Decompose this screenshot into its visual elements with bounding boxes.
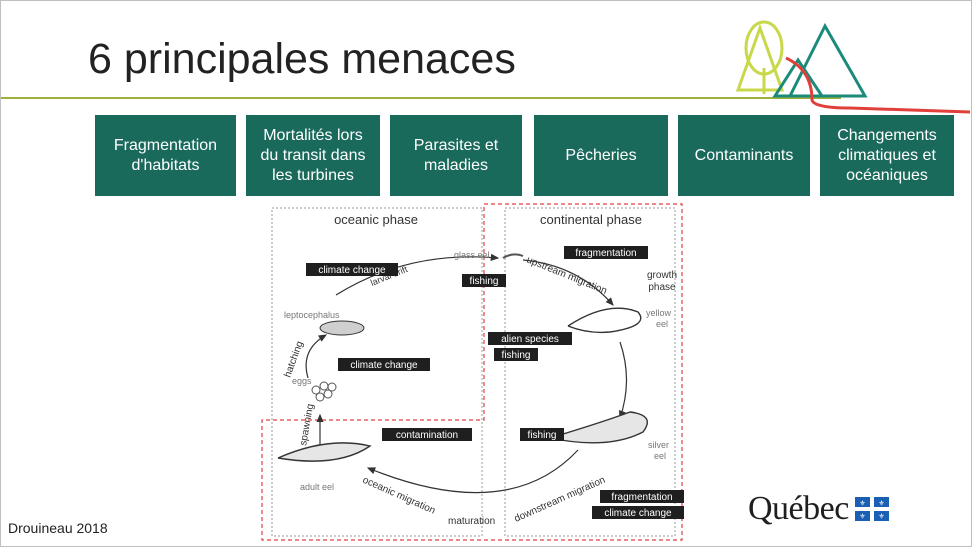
- oceanic-migration-label: oceanic migration: [361, 475, 437, 517]
- larval-drift-arrow: [335, 253, 500, 296]
- tag-climate-change-larval: climate change: [318, 265, 386, 276]
- svg-text:⚜: ⚜: [878, 500, 884, 508]
- tag-alien-species: alien species: [501, 334, 559, 345]
- oceanic-migration-arrow: [366, 449, 579, 494]
- source-citation: Drouineau 2018: [8, 520, 108, 536]
- tag-fragmentation-downstream: fragmentation: [611, 492, 672, 503]
- tag-climate-change-downstream: climate change: [604, 508, 672, 519]
- quebec-flag-icon: ⚜ ⚜ ⚜ ⚜: [854, 497, 889, 521]
- quebec-logo: Québec ⚜ ⚜ ⚜ ⚜: [748, 492, 889, 526]
- title-divider: [1, 97, 841, 99]
- nature-logo-icon: [735, 20, 971, 114]
- adult-eel-icon: [277, 442, 372, 462]
- tag-climate-change-leptocephalus: climate change: [350, 360, 418, 371]
- hatching-arrow: [305, 334, 328, 379]
- silver-eel-icon: [549, 411, 648, 444]
- threat-box-turbines: Mortalités lors du transit dans les turb…: [246, 115, 380, 196]
- eggs-icon: [311, 381, 337, 402]
- quebec-wordmark: Québec: [748, 490, 849, 527]
- threat-box-fragmentation: Fragmentation d'habitats: [95, 115, 236, 196]
- adult-eel-label: adult eel: [300, 482, 334, 492]
- glass-eel-label: glass eel: [454, 250, 490, 260]
- oceanic-phase-label: oceanic phase: [334, 212, 418, 227]
- threat-box-climate: Changements climatiques et océaniques: [820, 115, 954, 196]
- threat-box-parasites: Parasites et maladies: [390, 115, 522, 196]
- yellow-eel-icon: [567, 307, 642, 334]
- threat-box-fisheries: Pêcheries: [534, 115, 668, 196]
- upstream-migration-arrow: [522, 259, 614, 306]
- tag-contamination: contamination: [396, 430, 458, 441]
- svg-text:⚜: ⚜: [878, 513, 884, 521]
- upstream-migration-label: upstream migration: [525, 255, 608, 297]
- maturation-label: maturation: [448, 516, 495, 527]
- oceanic-phase-frame: [271, 207, 483, 537]
- growth-arrow: [618, 341, 628, 420]
- continental-phase-frame: [504, 207, 676, 537]
- glass-eel-icon: [502, 253, 524, 259]
- tag-fragmentation-upstream: fragmentation: [575, 248, 636, 259]
- tag-fishing-glass-eel: fishing: [470, 276, 499, 287]
- leptocephalus-label: leptocephalus: [284, 310, 340, 320]
- threat-box-contaminants: Contaminants: [678, 115, 810, 196]
- svg-text:⚜: ⚜: [859, 513, 865, 521]
- svg-text:⚜: ⚜: [859, 500, 865, 508]
- threat-zone-outline: [261, 203, 683, 541]
- hatching-label: hatching: [282, 340, 305, 379]
- continental-phase-label: continental phase: [540, 212, 642, 227]
- slide-title: 6 principales menaces: [88, 35, 516, 83]
- tag-fishing-silver-eel: fishing: [528, 430, 557, 441]
- leptocephalus-icon: [319, 320, 365, 336]
- tag-fishing-yellow-eel: fishing: [502, 350, 531, 361]
- spawning-label: spawning: [298, 403, 316, 447]
- eggs-label: eggs: [292, 376, 312, 386]
